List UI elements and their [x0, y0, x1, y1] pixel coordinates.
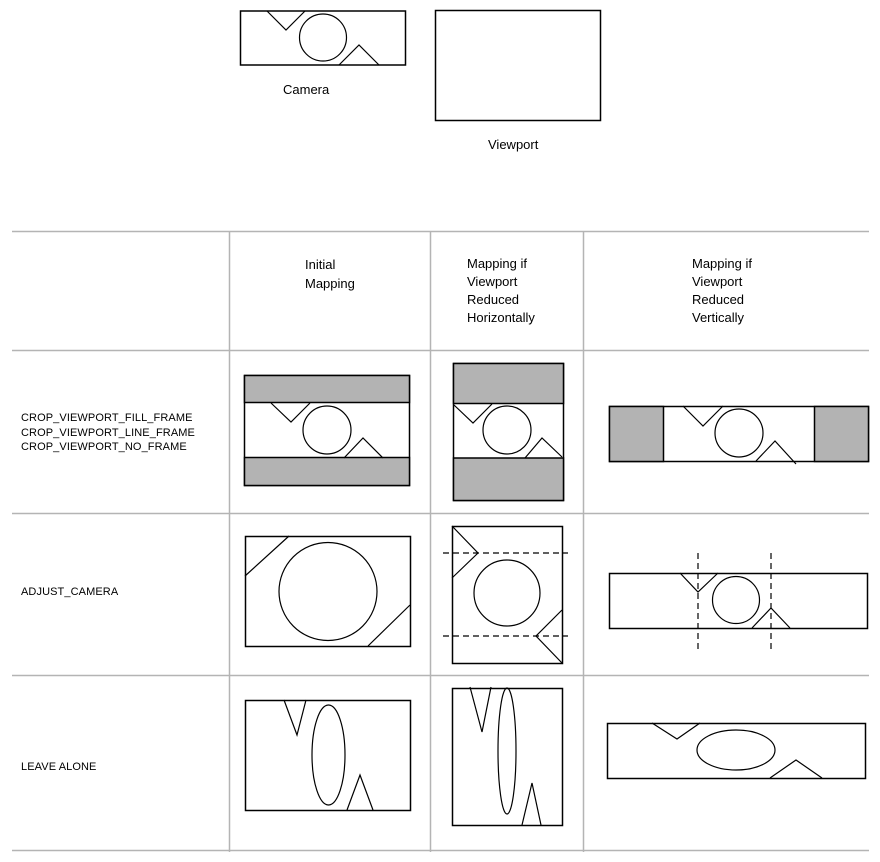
viewport-label: Viewport [488, 137, 539, 152]
viewport-illustration [434, 9, 602, 122]
crop-reduced-vertically [608, 405, 870, 465]
circle-icon [298, 13, 348, 62]
row-label-adjust-camera: ADJUST_CAMERA [21, 586, 119, 598]
camera-label: Camera [283, 82, 330, 97]
leave-reduced-horizontally [451, 686, 564, 827]
row-label-crop-viewport: CROP_VIEWPORT_FILL_FRAME CROP_VIEWPORT_L… [21, 412, 195, 453]
adjust-initial-mapping [244, 535, 412, 648]
header-reduced-vertically: Mapping if Viewport Reduced Vertically [692, 256, 752, 325]
table-grid [12, 230, 869, 852]
header-reduced-horizontally: Mapping if Viewport Reduced Horizontally [467, 256, 535, 325]
crop-initial-mapping [243, 374, 411, 487]
leave-reduced-vertically [606, 722, 867, 780]
v-triangle-icon [266, 10, 306, 31]
adjust-reduced-vertically [608, 553, 869, 649]
header-initial-mapping: Initial Mapping [305, 257, 355, 291]
leave-initial-mapping [244, 699, 412, 812]
adjust-reduced-horizontally [443, 525, 568, 665]
row-label-leave-alone: LEAVE ALONE [21, 761, 97, 773]
crop-reduced-horizontally [452, 362, 565, 502]
up-triangle-icon [338, 44, 380, 66]
camera-illustration [239, 10, 407, 66]
